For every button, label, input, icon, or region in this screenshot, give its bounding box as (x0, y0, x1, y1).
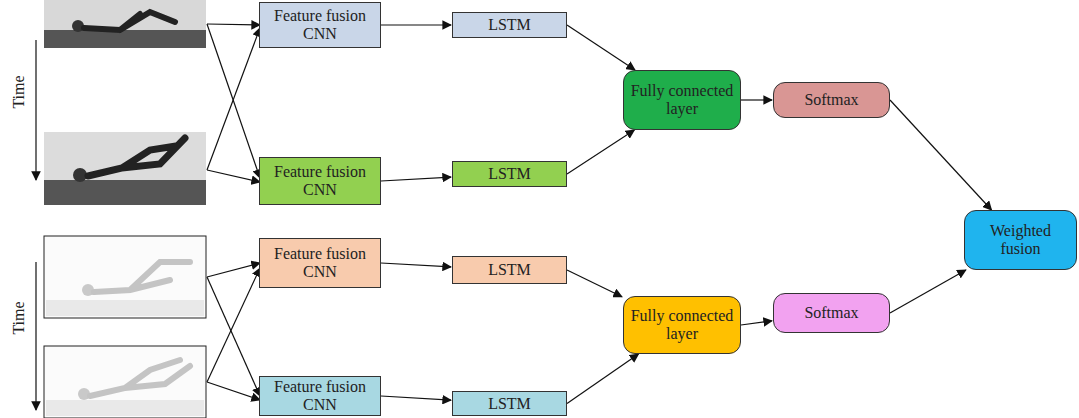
process-box: Feature fusion CNN (259, 2, 381, 48)
node-text: Fully connected layer (624, 82, 740, 118)
node-text: LSTM (484, 165, 535, 183)
connector-arrow (381, 396, 451, 400)
node-text: Feature fusion CNN (260, 7, 380, 43)
process-box: Fully connected layer (623, 296, 741, 354)
connector-arrow (381, 263, 451, 267)
video-frame (44, 236, 206, 318)
connector-arrow (381, 24, 451, 25)
process-box: LSTM (452, 391, 567, 416)
connector-arrow (567, 354, 639, 404)
axis-label: Time (9, 75, 27, 108)
node-text: LSTM (484, 16, 535, 34)
connector-arrow (567, 270, 622, 297)
video-frame (44, 0, 206, 48)
node-text: Weighted fusion (965, 222, 1076, 258)
node-text: Feature fusion CNN (260, 245, 380, 281)
process-box: Feature fusion CNN (259, 376, 381, 416)
connector-arrow (381, 177, 451, 181)
connector-arrow (567, 130, 634, 174)
node-text: Feature fusion CNN (260, 378, 380, 414)
process-box: Softmax (773, 293, 890, 333)
connector-arrow (567, 25, 635, 70)
node-text: Feature fusion CNN (260, 163, 380, 199)
axis-label: Time (9, 301, 27, 334)
process-box: Feature fusion CNN (259, 157, 381, 205)
connector-arrow (890, 100, 992, 210)
connector-arrow (741, 99, 772, 100)
node-text: LSTM (484, 395, 535, 413)
node-text: LSTM (484, 261, 535, 279)
connector-arrow (890, 270, 966, 313)
process-box: Softmax (773, 82, 890, 118)
frame-arrows (207, 24, 260, 400)
node-text: Softmax (800, 304, 862, 322)
video-frame (44, 132, 206, 205)
process-box: LSTM (452, 161, 567, 187)
connector-arrow (741, 321, 772, 325)
time-arrow (35, 40, 36, 180)
node-text: Softmax (800, 91, 862, 109)
process-box: Feature fusion CNN (259, 238, 381, 288)
process-box: LSTM (452, 256, 567, 284)
node-text: Fully connected layer (624, 307, 740, 343)
process-box: Weighted fusion (964, 210, 1077, 270)
video-frame (44, 346, 206, 418)
time-arrow (35, 262, 36, 410)
process-box: Fully connected layer (623, 70, 741, 130)
process-box: LSTM (452, 12, 567, 38)
